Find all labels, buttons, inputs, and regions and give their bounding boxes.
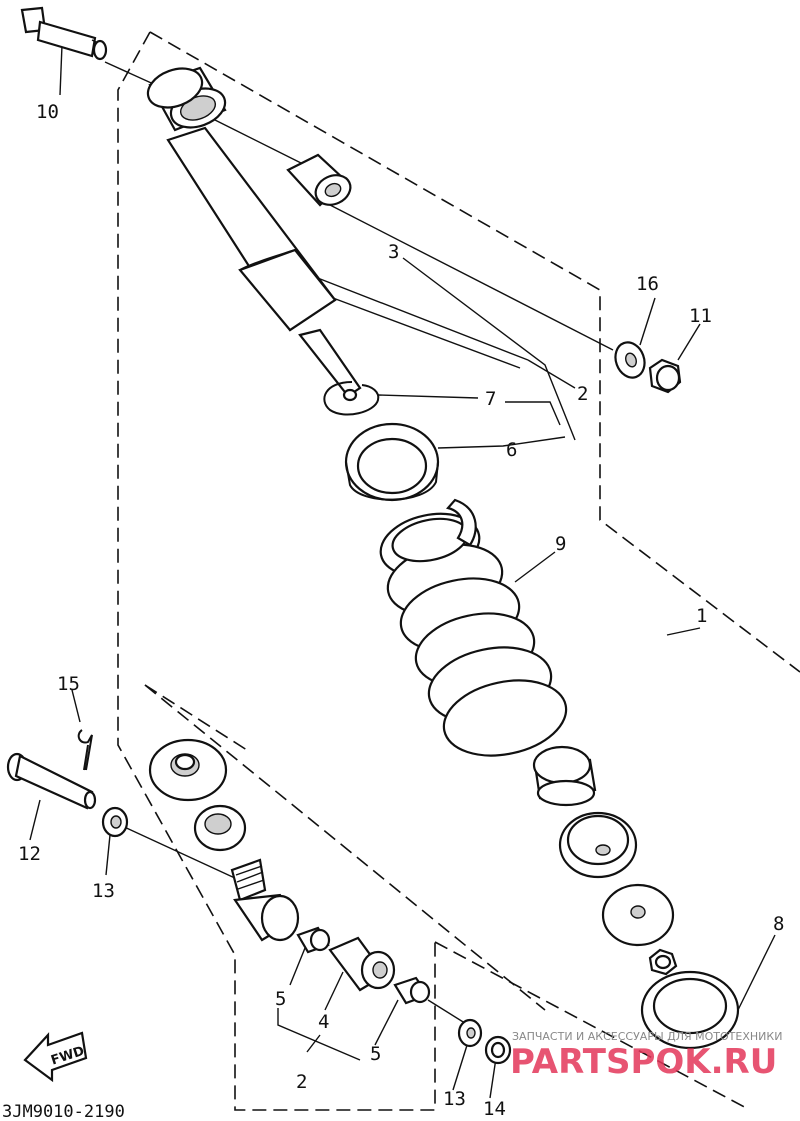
callout-9: 9: [555, 533, 566, 555]
callout-labels: 1 2 2 3 4 5 5 6 7 8 9 10 11 12 13 13 14 …: [18, 101, 784, 1120]
washer-16: [614, 341, 646, 379]
collar-5b: [393, 976, 431, 1005]
bump-stop: [532, 745, 597, 807]
cotter-pin-15: [77, 729, 93, 771]
lock-nut: [648, 948, 678, 976]
drawing-code: 3JM9010-2190: [2, 1102, 125, 1121]
lower-spring-seat: [148, 738, 228, 802]
callout-15: 15: [57, 673, 80, 695]
callout-7: 7: [485, 388, 496, 410]
assembly-outline: [117, 31, 800, 1111]
callout-4: 4: [318, 1011, 329, 1033]
watermark-tagline: ЗАПЧАСТИ И АКСЕССУАРЫ ДЛЯ МОТОТЕХНИКИ: [512, 1030, 782, 1043]
coil-spring-9: [379, 498, 568, 757]
pin-12: [6, 752, 97, 810]
shock-absorber-body-2: [146, 66, 362, 402]
fwd-arrow-icon: FWD: [23, 1031, 88, 1083]
lower-eye: [230, 858, 300, 942]
bushing-4: [328, 936, 396, 992]
callout-8: 8: [773, 913, 784, 935]
washer-13b: [457, 1018, 483, 1048]
lower-plate: [601, 883, 675, 947]
callout-13b: 13: [443, 1088, 466, 1110]
callout-1: 1: [696, 605, 707, 627]
callout-2a: 2: [577, 383, 588, 405]
callout-12: 12: [18, 843, 41, 865]
lower-cup: [558, 811, 638, 879]
watermark-brand: PARTSPOK.RU: [510, 1042, 777, 1082]
nut-14: [484, 1035, 512, 1065]
spring-seat-6: [344, 422, 440, 502]
lower-bush-ring: [193, 804, 247, 852]
collar-5a: [296, 926, 331, 954]
nut-11: [648, 358, 682, 394]
callout-3: 3: [388, 241, 399, 263]
circlip-7: [323, 381, 380, 416]
callout-5a: 5: [275, 988, 286, 1010]
watermark: ЗАПЧАСТИ И АКСЕССУАРЫ ДЛЯ МОТОТЕХНИКИ PA…: [510, 1030, 782, 1082]
callout-10: 10: [36, 101, 59, 123]
bushing-3: [286, 153, 352, 207]
callout-16: 16: [636, 273, 659, 295]
callout-13a: 13: [92, 880, 115, 902]
washer-13a: [101, 806, 129, 838]
callout-5b: 5: [370, 1043, 381, 1065]
callout-14: 14: [483, 1098, 506, 1120]
bolt-10: [20, 6, 108, 61]
adjuster-ring-8: [640, 970, 740, 1050]
callout-6: 6: [506, 439, 517, 461]
leader-lines: [29, 44, 776, 1099]
callout-11: 11: [689, 305, 712, 327]
callout-2b: 2: [296, 1071, 307, 1093]
